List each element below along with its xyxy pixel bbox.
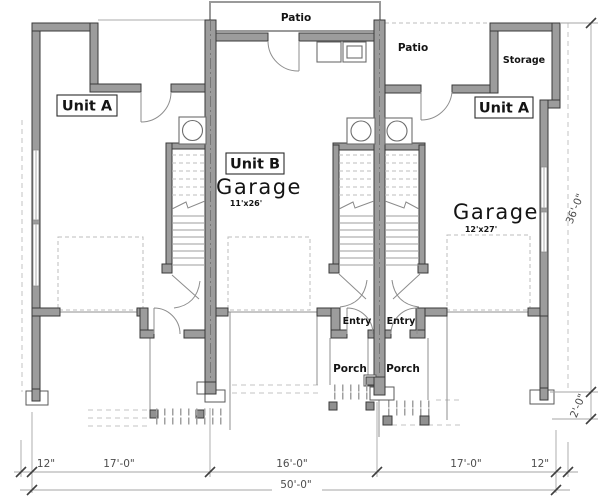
understair-door-b xyxy=(338,273,368,308)
fixtures xyxy=(178,41,413,145)
porch-steps xyxy=(149,384,432,426)
entry-b-label: Entry xyxy=(343,316,372,327)
door-right-patio xyxy=(420,91,453,121)
entry-right-label: Entry xyxy=(387,316,416,327)
door-entry-right xyxy=(390,307,418,335)
door-swings xyxy=(140,40,453,335)
patio-b-slab xyxy=(209,1,381,32)
unit-a-right-label-box xyxy=(474,96,534,119)
door-left-entry xyxy=(153,307,181,335)
porch-b-label: Porch xyxy=(333,363,367,375)
garage-b-size: 11'x26' xyxy=(230,199,262,208)
dim-porch-depth: 2'-0" xyxy=(568,392,588,420)
unit-b-label: Unit B xyxy=(230,157,280,173)
slab-edge-lines xyxy=(60,1,528,437)
unit-a-left-label: Unit A xyxy=(62,99,113,115)
understair-door-right xyxy=(391,273,421,308)
garage-b-label: Garage xyxy=(216,175,302,199)
garage-right-label: Garage xyxy=(453,200,539,224)
dim-overall-width: 50'-0" xyxy=(280,479,312,491)
storage-label: Storage xyxy=(503,55,545,66)
unit-a-left-label-box xyxy=(56,94,118,117)
windows xyxy=(32,149,548,287)
door-unit-b-patio xyxy=(267,40,300,72)
party-wall-1 xyxy=(196,19,226,403)
stair-right-unit xyxy=(384,154,420,266)
dim-17ft-right: 17'-0" xyxy=(450,458,482,470)
dashed-reference-lines xyxy=(21,22,569,427)
room-labels: Unit A Unit B Unit A Garage 11'x26' Gara… xyxy=(56,12,545,375)
party-wall-2 xyxy=(363,19,395,401)
unit-b-label-box xyxy=(225,152,285,175)
dim-depth: 36'-0" xyxy=(564,192,587,226)
dim-17ft-left: 17'-0" xyxy=(103,458,135,470)
walls-left-unit xyxy=(25,22,217,406)
stair-unit-b xyxy=(338,154,375,266)
dim-12in-right: 12" xyxy=(531,458,549,470)
dimensions: 12" 17'-0" 16'-0" 17'-0" 12" 50'-0" 36'-… xyxy=(14,17,598,496)
unit-a-right-label: Unit A xyxy=(479,101,530,117)
porch-right-label: Porch xyxy=(386,363,420,375)
appliance-b-1 xyxy=(316,41,342,63)
dim-12in-left: 12" xyxy=(37,458,55,470)
patio-right-label: Patio xyxy=(398,42,428,54)
walls-unit-b xyxy=(215,32,375,339)
patio-b-label: Patio xyxy=(281,12,311,24)
understair-door-left xyxy=(171,274,201,309)
door-left-patio xyxy=(140,91,172,123)
garage-right-size: 12'x27' xyxy=(465,225,497,234)
door-entry-b xyxy=(346,307,374,335)
stair-left-unit xyxy=(171,154,206,266)
dim-16ft: 16'-0" xyxy=(276,458,308,470)
